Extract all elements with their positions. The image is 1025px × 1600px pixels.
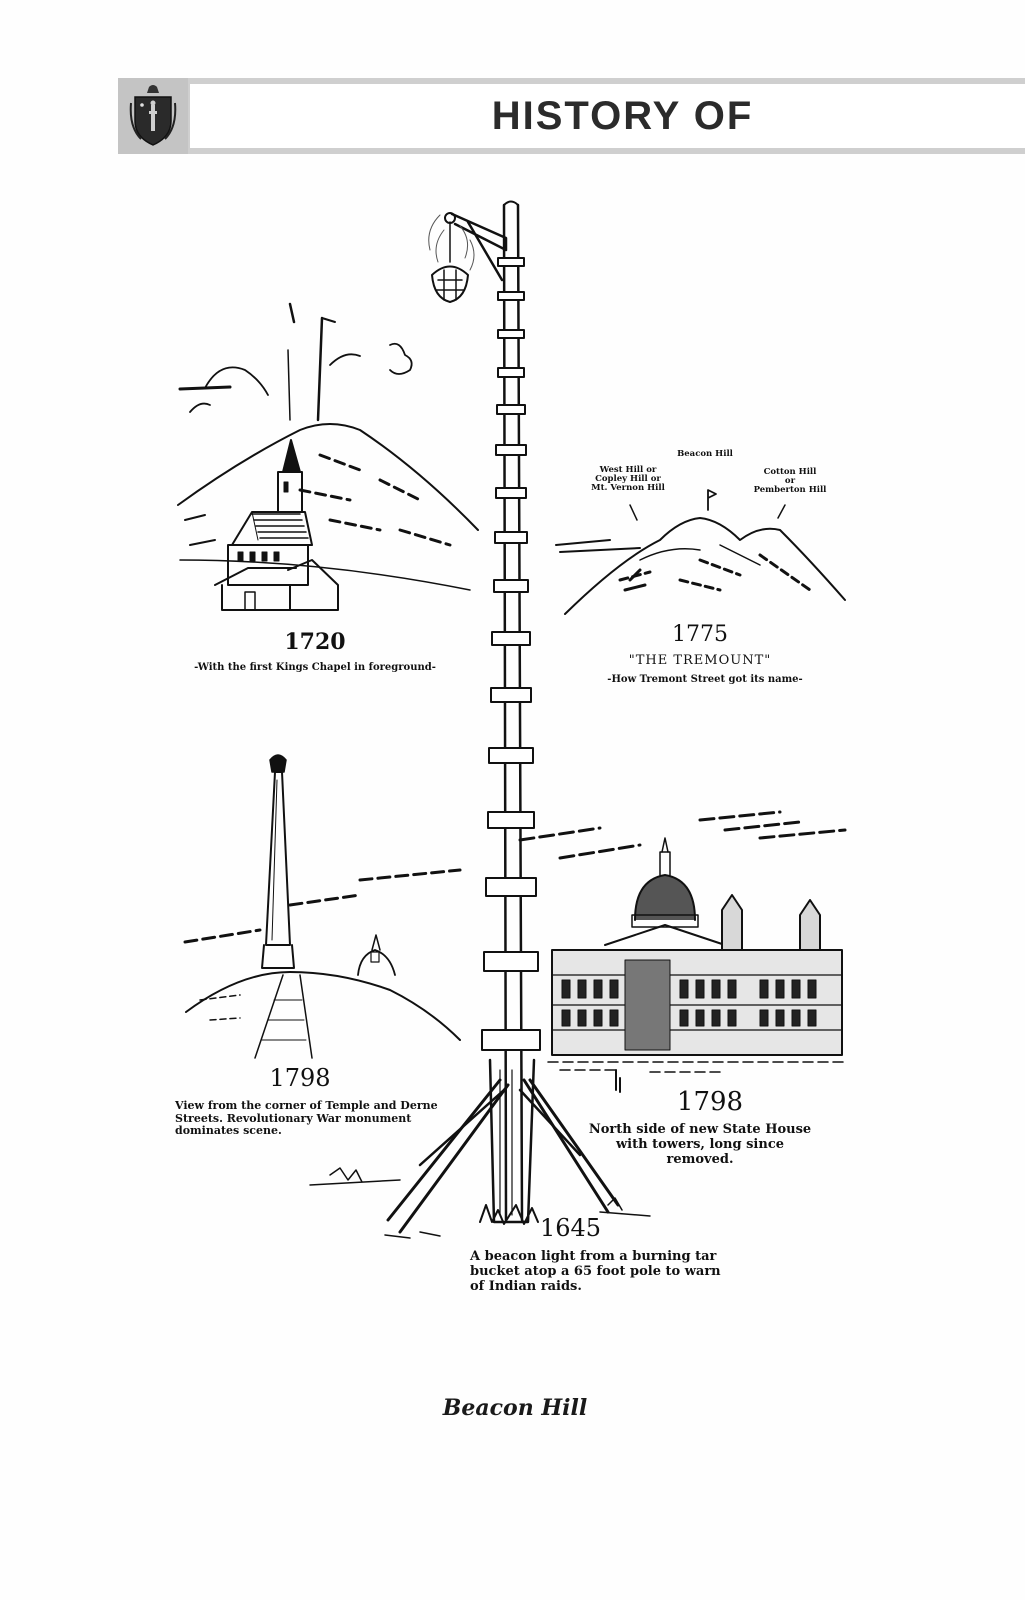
panel-1645-caption-line3: of Indian raids. bbox=[470, 1278, 582, 1294]
label-beacon-hill: Beacon Hill bbox=[677, 449, 733, 459]
state-seal-icon bbox=[129, 85, 177, 146]
label-cotton-hill-line2: or bbox=[784, 475, 796, 486]
panel-1720-year: 1720 bbox=[284, 629, 346, 655]
three-hills-1775-drawing bbox=[555, 489, 846, 615]
monument-1798-drawing bbox=[183, 754, 462, 1059]
panel-1798-monument-caption-line3: dominates scene. bbox=[175, 1124, 282, 1138]
hill-1720-drawing bbox=[177, 302, 479, 611]
panel-1798-monument-caption-line2: Streets. Revolutionary War monument bbox=[175, 1111, 412, 1125]
panel-1798-statehouse-caption-line3: removed. bbox=[666, 1151, 734, 1167]
page-title: HISTORY OF bbox=[491, 93, 754, 138]
header-title-box: HISTORY OF bbox=[190, 84, 1025, 148]
header-seal-box bbox=[118, 78, 188, 154]
panel-1798-statehouse-caption-line1: North side of new State House bbox=[588, 1122, 812, 1137]
panel-1798-statehouse-caption-line2: with towers, long since bbox=[615, 1136, 785, 1152]
panel-1798-statehouse-caption: North side of new State House with tower… bbox=[585, 1122, 815, 1168]
panel-1645-caption: A beacon light from a burning tar bucket… bbox=[470, 1249, 760, 1295]
label-west-hill-line1: West Hill or bbox=[599, 465, 657, 475]
label-west-hill-line2: Copley Hill or bbox=[595, 473, 661, 484]
panel-1798-statehouse-year: 1798 bbox=[676, 1087, 744, 1117]
state-house-1798-drawing bbox=[518, 810, 847, 1093]
panel-1798-monument-caption-line1: View from the corner of Temple and Derne bbox=[175, 1099, 438, 1112]
panel-1645-caption-line1: A beacon light from a burning tar bbox=[470, 1249, 717, 1264]
label-west-hill: West Hill or Copley Hill or Mt. Vernon H… bbox=[588, 466, 668, 493]
beacon-pole-drawing bbox=[309, 200, 651, 1239]
panel-1775-year: 1775 bbox=[672, 622, 728, 647]
panel-1720-caption: -With the first Kings Chapel in foregrou… bbox=[194, 662, 436, 673]
panel-1798-monument-caption: View from the corner of Temple and Derne… bbox=[175, 1099, 445, 1138]
panel-1798-monument-year: 1798 bbox=[269, 1064, 331, 1092]
label-cotton-hill-line1: Cotton Hill bbox=[763, 467, 817, 477]
label-cotton-hill-line3: Pemberton Hill bbox=[753, 484, 827, 495]
panel-1645-caption-line2: bucket atop a 65 foot pole to warn bbox=[470, 1263, 721, 1279]
label-west-hill-line3: Mt. Vernon Hill bbox=[591, 482, 665, 493]
label-cotton-hill: Cotton Hill or Pemberton Hill bbox=[745, 468, 835, 495]
panel-1775-caption: -How Tremont Street got its name- bbox=[607, 674, 803, 685]
panel-1645-year: 1645 bbox=[540, 1214, 602, 1242]
panel-1775-title: "THE TREMOUNT" bbox=[628, 653, 772, 668]
footer-signature: Beacon Hill bbox=[442, 1395, 588, 1421]
